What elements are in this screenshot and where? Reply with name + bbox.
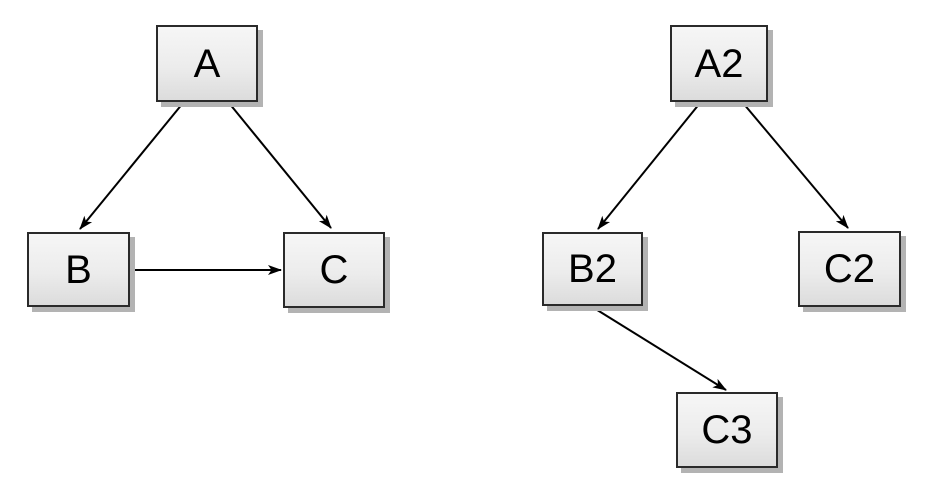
node-a[interactable]: A bbox=[156, 25, 258, 102]
node-c3[interactable]: C3 bbox=[676, 392, 778, 468]
node-b[interactable]: B bbox=[27, 232, 130, 307]
node-a2-label: A2 bbox=[694, 41, 744, 86]
node-c[interactable]: C bbox=[283, 232, 385, 308]
node-c3-label: C3 bbox=[701, 408, 753, 452]
edge-b2-to-c3[interactable] bbox=[593, 307, 727, 391]
node-c2-label: C2 bbox=[823, 247, 876, 291]
edge-a2-to-c2[interactable] bbox=[742, 102, 849, 229]
node-b2[interactable]: B2 bbox=[542, 232, 643, 306]
edge-a-to-b[interactable] bbox=[79, 102, 184, 230]
edge-a2-to-b2[interactable] bbox=[597, 102, 701, 230]
node-c-label: C bbox=[319, 248, 349, 292]
node-c2[interactable]: C2 bbox=[798, 231, 901, 307]
edge-a-to-c[interactable] bbox=[228, 102, 332, 229]
node-b-label: B bbox=[65, 247, 92, 292]
node-a2[interactable]: A2 bbox=[670, 25, 768, 102]
node-b2-label: B2 bbox=[568, 247, 617, 291]
node-a-label: A bbox=[193, 41, 221, 86]
